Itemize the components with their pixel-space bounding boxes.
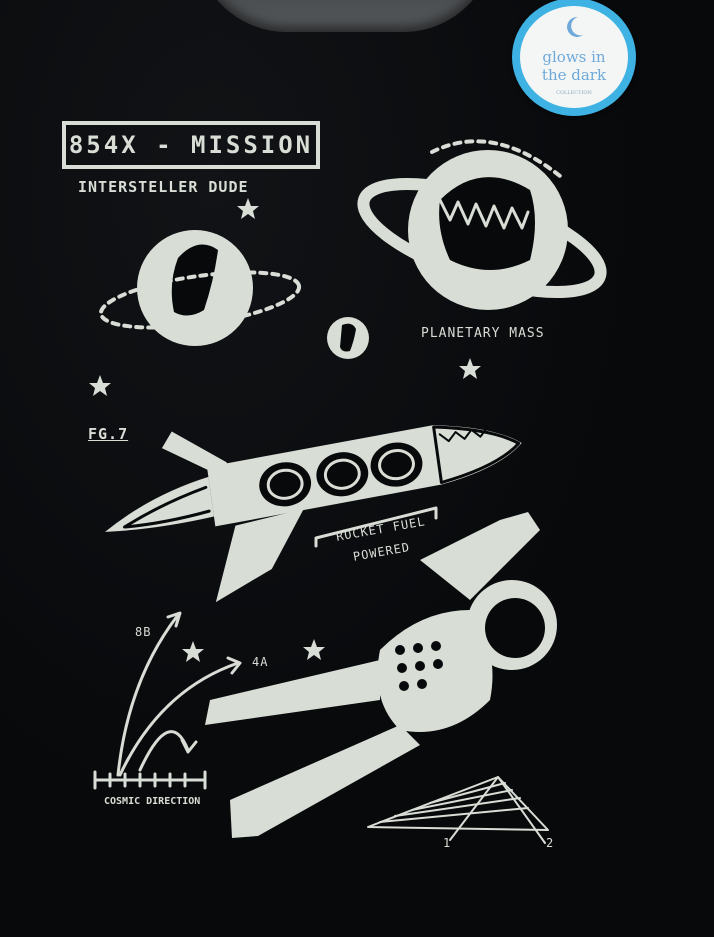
mission-title: 854X - MISSION bbox=[68, 131, 314, 159]
scale-label: COSMIC DIRECTION bbox=[104, 796, 201, 807]
scale-bar bbox=[93, 770, 207, 790]
badge-text-line2: the dark bbox=[541, 66, 607, 84]
arrow-label-8b: 8B bbox=[135, 625, 152, 639]
mission-subtitle: INTERSTELLER DUDE bbox=[78, 178, 249, 196]
glow-badge: glows in the dark COLLECTION bbox=[512, 0, 636, 116]
pyramid-grid-diagram bbox=[367, 776, 549, 844]
arrow-label-4a: 4A bbox=[252, 655, 269, 669]
rocket-label-bracket bbox=[314, 506, 438, 548]
planet-label: PLANETARY MASS bbox=[421, 326, 545, 341]
large-ringed-planet-icon bbox=[357, 139, 607, 310]
badge-fine-print: COLLECTION bbox=[556, 90, 592, 96]
rocket-icon bbox=[105, 425, 522, 603]
badge-text: glows in the dark bbox=[520, 48, 628, 84]
moon-icon bbox=[327, 317, 369, 359]
glow-badge-inner: glows in the dark COLLECTION bbox=[520, 6, 628, 108]
figure-label: FG.7 bbox=[88, 425, 129, 443]
axis-label-1: 1 bbox=[443, 836, 452, 850]
small-ringed-planet-icon bbox=[98, 230, 302, 346]
trajectory-arrows bbox=[116, 611, 242, 777]
axis-label-2: 2 bbox=[546, 836, 555, 850]
moon-icon bbox=[567, 16, 583, 37]
mission-title-box: 854X - MISSION bbox=[62, 121, 320, 169]
badge-text-line1: glows in bbox=[542, 48, 606, 66]
star-icons bbox=[89, 198, 481, 662]
astronaut-icon bbox=[205, 512, 557, 838]
